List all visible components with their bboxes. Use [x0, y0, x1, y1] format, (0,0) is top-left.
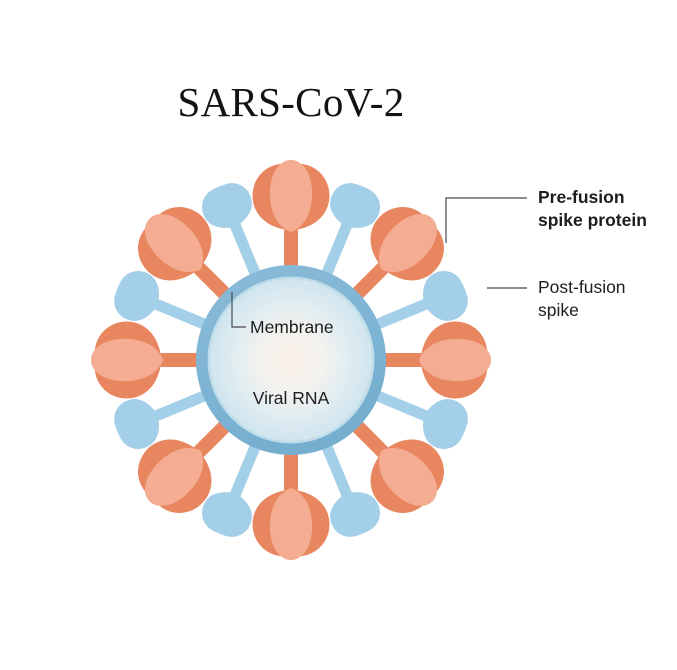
- membrane-label: Membrane: [250, 317, 334, 337]
- prefusion-spike: [252, 160, 330, 272]
- postfusion-callout-line2: spike: [538, 300, 579, 320]
- postfusion-callout: Post-fusion spike: [487, 277, 626, 320]
- prefusion-spike: [379, 321, 491, 399]
- prefusion-callout-line2: spike protein: [538, 210, 647, 230]
- virion-interior: [210, 279, 372, 441]
- prefusion-callout-line1: Pre-fusion: [538, 187, 625, 207]
- prefusion-leader-line: [445, 197, 527, 243]
- virion-body: [196, 265, 386, 455]
- postfusion-callout-line1: Post-fusion: [538, 277, 626, 297]
- prefusion-spike: [91, 321, 203, 399]
- membrane-leader-line: [231, 292, 246, 328]
- page-title: SARS-CoV-2: [177, 79, 404, 125]
- viral-rna-label: Viral RNA: [253, 388, 330, 408]
- prefusion-callout: Pre-fusion spike protein: [445, 187, 647, 243]
- prefusion-spike: [252, 448, 330, 560]
